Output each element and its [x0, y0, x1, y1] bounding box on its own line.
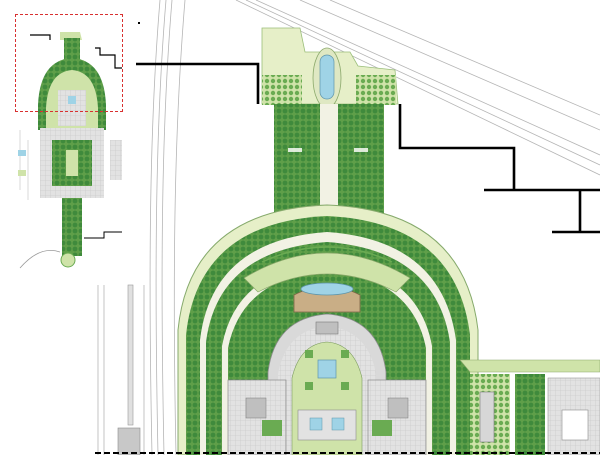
upper-plaza — [261, 27, 399, 109]
reflecting-pool-north — [319, 54, 335, 100]
courtyard-pool — [317, 359, 337, 379]
central-avenue — [274, 104, 384, 224]
lower-buildings — [227, 379, 427, 455]
key-plan-inset — [18, 32, 122, 269]
central-terrace — [293, 282, 361, 313]
road-lines — [97, 0, 600, 455]
right-annex — [459, 359, 600, 455]
pier-strip — [117, 284, 141, 455]
key-lines — [136, 62, 600, 234]
terrace-pool — [300, 282, 354, 296]
